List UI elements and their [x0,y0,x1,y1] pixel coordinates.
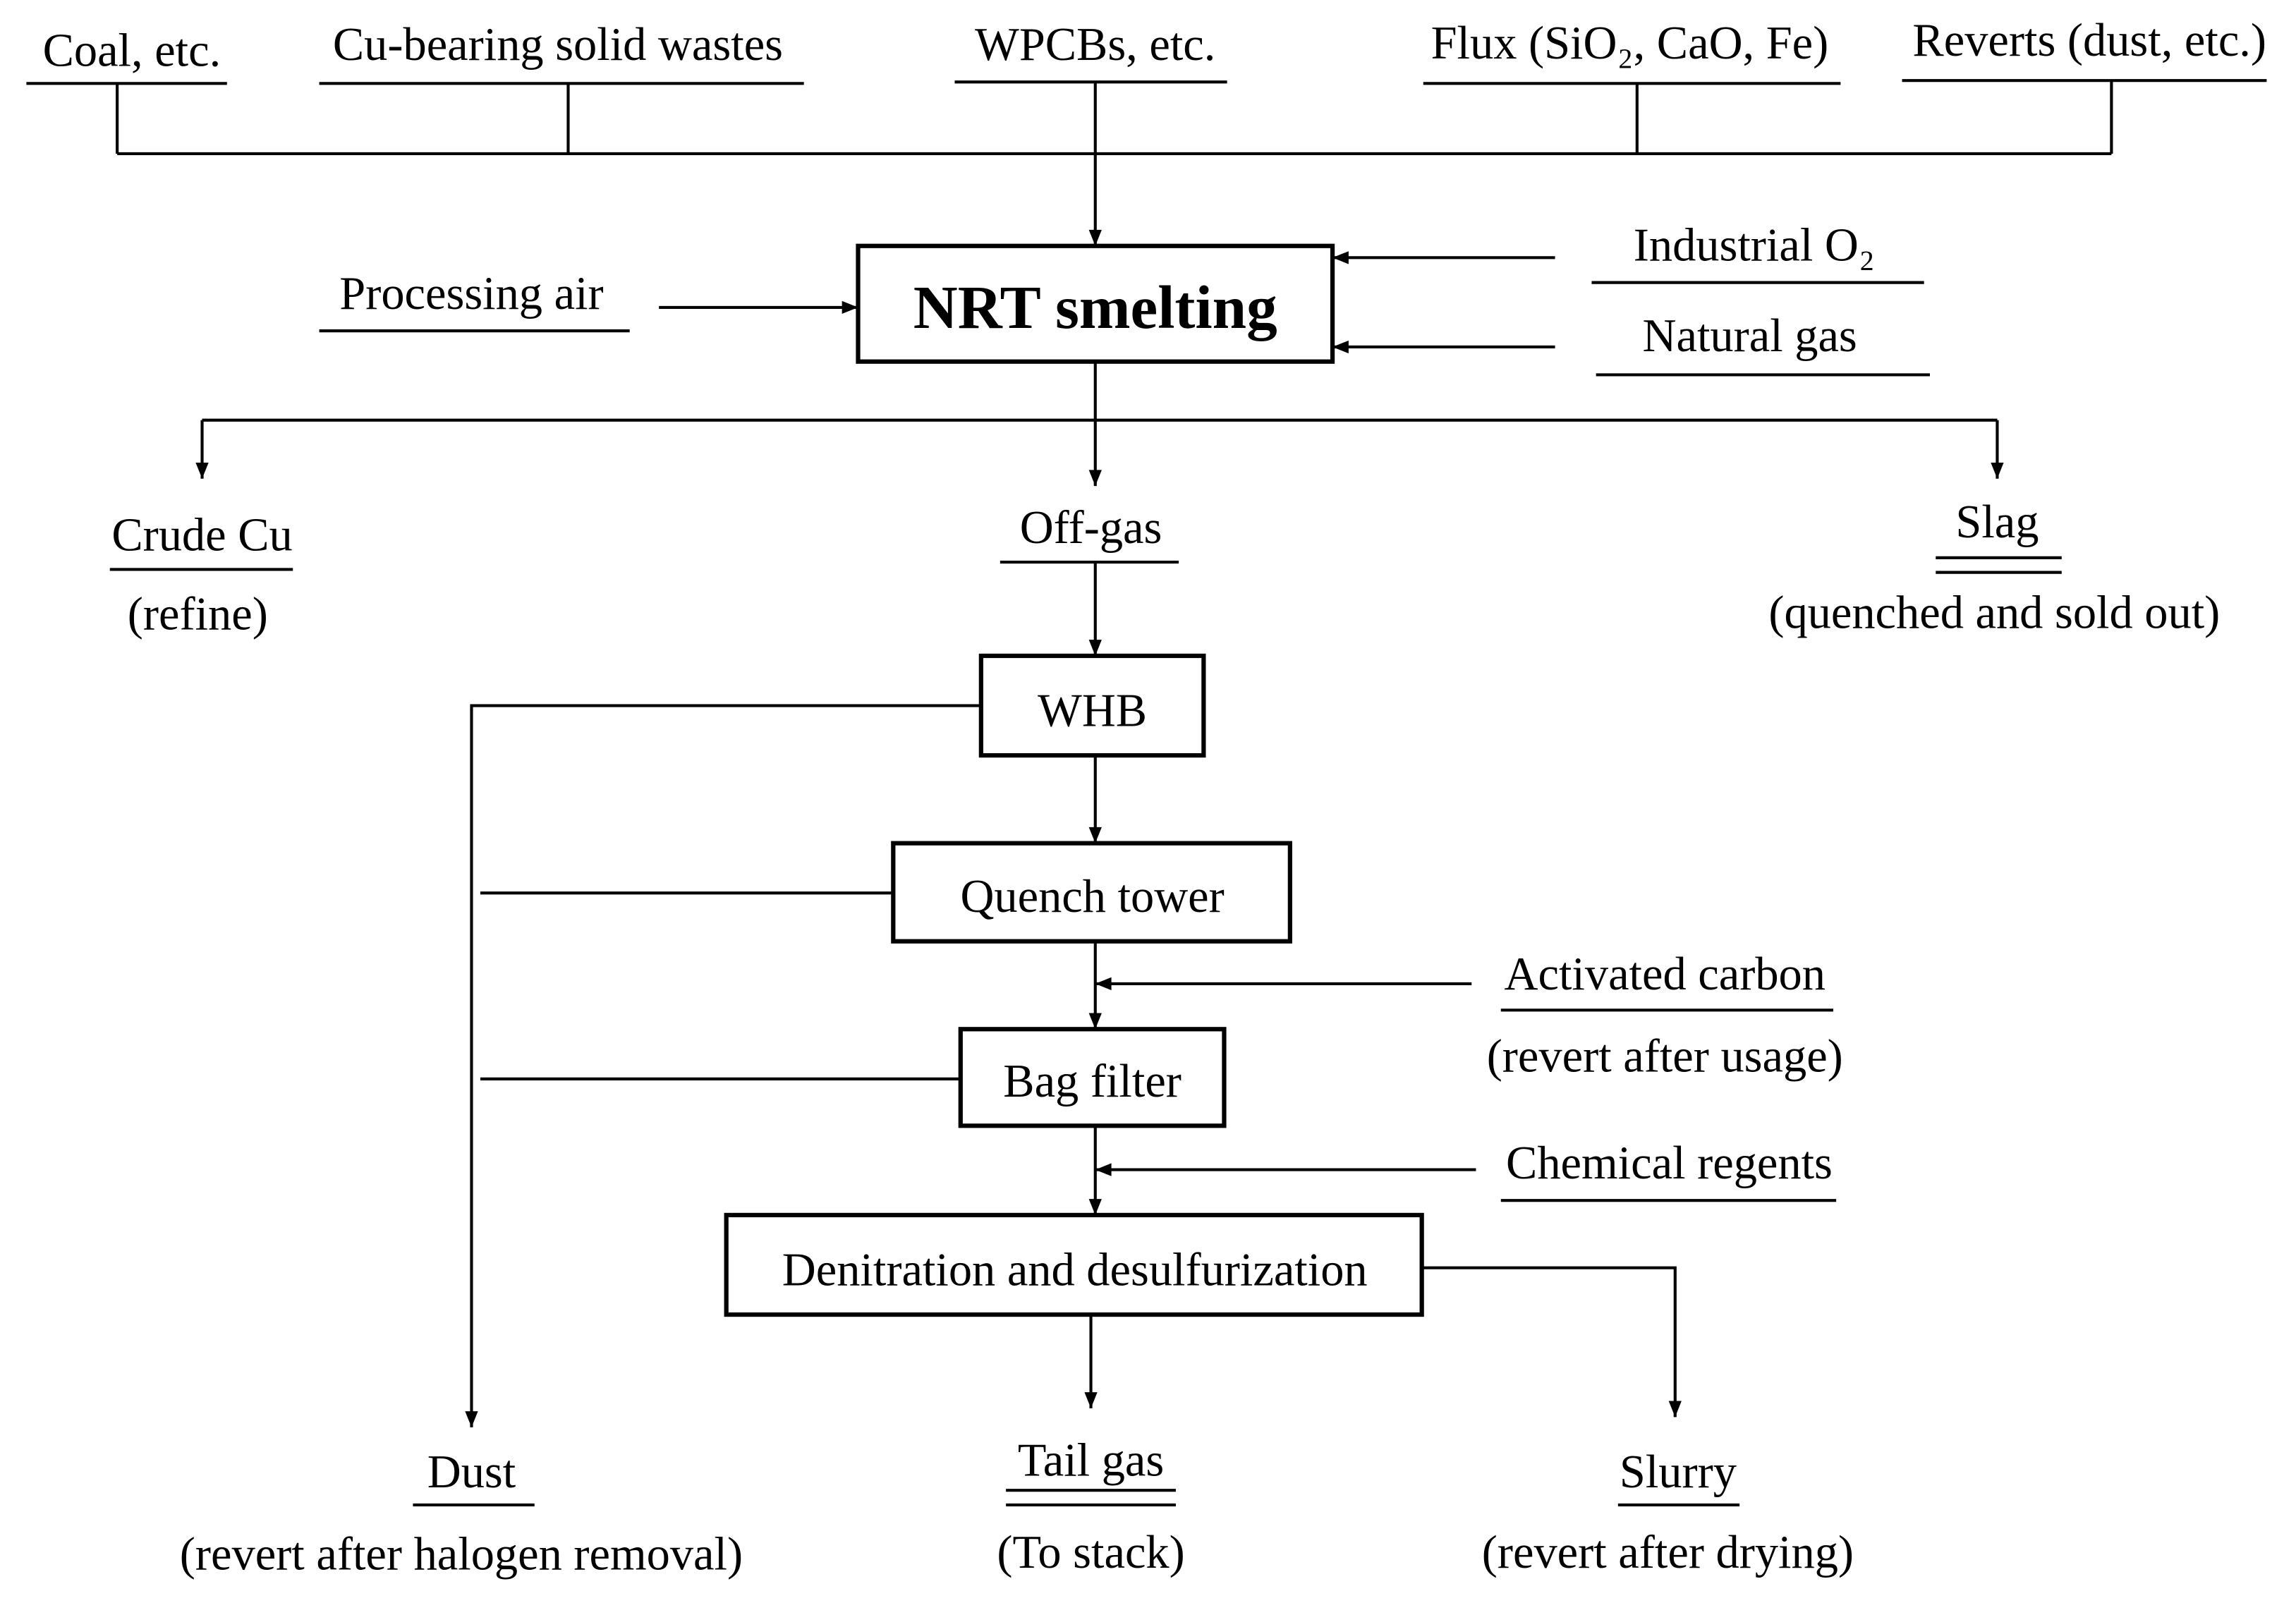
processing-air-label: Processing air [339,268,603,319]
natural-gas-label: Natural gas [1643,310,1857,362]
off-gas-label: Off-gas [1020,502,1162,554]
crude-cu-label: Crude Cu [111,510,292,561]
quench-tower-label: Quench tower [960,871,1224,922]
slurry-arrow [1421,1266,1682,1418]
smelting-label: NRT smelting [913,273,1277,341]
bag-filter-label: Bag filter [1003,1056,1182,1107]
feed-label-flux: Flux (SiO₂, CaO, Fe) [1431,18,1829,69]
tail-gas-label: Tail gas [1018,1434,1164,1486]
smelting-products: Crude Cu (refine) Off-gas Slag (quenched… [109,361,2220,640]
crude-cu-note: (refine) [128,589,268,640]
slag-note: (quenched and sold out) [1768,587,2220,639]
chemical-regents-label: Chemical regents [1506,1138,1833,1189]
denitration-label: Denitration and desulfurization [782,1245,1368,1296]
feed-label-coal: Coal, etc. [43,25,221,76]
tail-gas-note: (To stack) [997,1527,1184,1578]
feed-materials: Coal, etc. Cu-bearing solid wastes WPCBs… [26,15,2267,246]
slurry-note: (revert after drying) [1482,1527,1854,1578]
activated-carbon-note: (revert after usage) [1487,1030,1843,1082]
smelting-stage: NRT smelting Processing air Industrial O… [319,219,1930,377]
dust-collection-line [465,704,981,1427]
bag-filter-box [958,1027,1227,1128]
smelting-box [856,243,1335,364]
whb-label: WHB [1038,685,1147,737]
industrial-o2-label: Industrial O₂ [1634,219,1875,271]
feed-label-cu-wastes: Cu-bearing solid wastes [333,19,783,71]
slag-label: Slag [1955,496,2039,548]
final-outputs: Dust (revert after halogen removal) Tail… [180,1434,1854,1580]
slurry-label: Slurry [1620,1446,1737,1498]
activated-carbon-label: Activated carbon [1505,949,1826,1000]
gas-treatment-train: WHB Quench tower Activated carbon (rever… [465,562,1843,1427]
dust-label: Dust [427,1446,516,1498]
denitration-box [724,1212,1424,1317]
feed-label-wpcbs: WPCBs, etc. [975,19,1215,71]
feed-label-reverts: Reverts (dust, etc.) [1912,15,2266,66]
dust-note: (revert after halogen removal) [180,1528,743,1580]
